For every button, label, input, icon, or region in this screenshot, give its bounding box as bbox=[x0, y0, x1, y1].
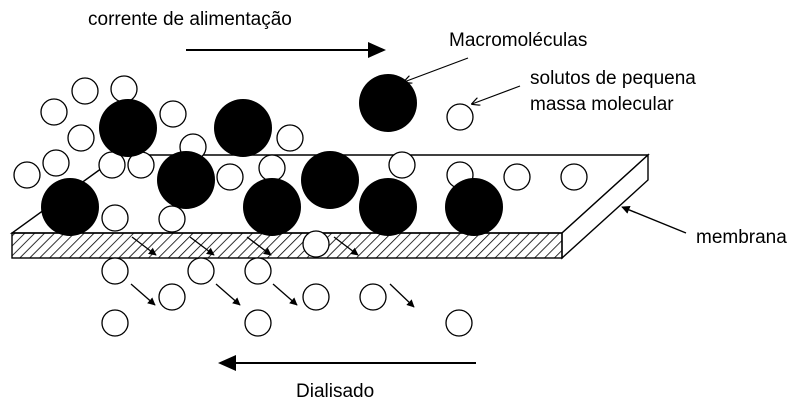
permeation-arrow bbox=[333, 236, 359, 256]
small-solute bbox=[40, 98, 68, 126]
macromolecules-pointer bbox=[404, 57, 469, 82]
small-solute bbox=[42, 149, 70, 177]
feed-direction-arrow bbox=[186, 42, 386, 58]
permeation-arrow bbox=[130, 283, 156, 306]
small-solute bbox=[101, 309, 129, 337]
small-solutes-pointer bbox=[472, 85, 521, 104]
small-solute bbox=[560, 163, 588, 191]
small-solutes-label-line1: solutos de pequena bbox=[530, 68, 696, 89]
macromolecule bbox=[157, 151, 215, 209]
dialysate-direction-arrow bbox=[218, 355, 476, 371]
macromolecule bbox=[243, 178, 301, 236]
macromolecule bbox=[214, 99, 272, 157]
dialysate-label: Dialisado bbox=[296, 381, 374, 402]
permeation-arrow bbox=[189, 236, 215, 256]
macromolecule bbox=[445, 178, 503, 236]
permeation-arrow bbox=[215, 283, 241, 306]
small-solute bbox=[13, 161, 41, 189]
small-solute bbox=[302, 230, 330, 258]
permeation-arrow bbox=[389, 283, 415, 308]
permeation-arrow bbox=[246, 236, 272, 256]
permeation-arrows bbox=[130, 236, 415, 308]
small-solutes-label-line2: massa molecular bbox=[530, 94, 674, 115]
small-solute bbox=[258, 154, 286, 182]
small-solute bbox=[158, 283, 186, 311]
permeation-arrow bbox=[272, 283, 298, 306]
macromolecules bbox=[41, 74, 503, 236]
small-solute bbox=[101, 204, 129, 232]
small-solute bbox=[276, 124, 304, 152]
small-solute bbox=[158, 205, 186, 233]
macromolecule bbox=[359, 74, 417, 132]
macromolecules-label: Macromoléculas bbox=[449, 30, 587, 51]
small-solute bbox=[187, 257, 215, 285]
small-solute bbox=[302, 283, 330, 311]
membrane-label: membrana bbox=[696, 227, 787, 248]
permeation-arrow bbox=[131, 236, 157, 256]
small-solute bbox=[445, 309, 473, 337]
small-solutes bbox=[13, 75, 588, 337]
small-solute bbox=[67, 124, 95, 152]
small-solute bbox=[503, 163, 531, 191]
feed-stream-label: corrente de alimentação bbox=[88, 9, 292, 30]
macromolecule bbox=[41, 178, 99, 236]
membrane-pointer bbox=[621, 205, 687, 234]
small-solute bbox=[101, 257, 129, 285]
small-solute bbox=[216, 163, 244, 191]
small-solute bbox=[388, 151, 416, 179]
small-solute bbox=[244, 257, 272, 285]
macromolecule bbox=[301, 151, 359, 209]
membrane-hatched-front bbox=[11, 232, 563, 259]
small-solute bbox=[446, 103, 474, 131]
small-solute bbox=[110, 75, 138, 103]
macromolecule bbox=[359, 178, 417, 236]
small-solute bbox=[71, 77, 99, 105]
small-solute bbox=[159, 100, 187, 128]
small-solute bbox=[244, 309, 272, 337]
small-solute bbox=[359, 283, 387, 311]
macromolecule bbox=[99, 99, 157, 157]
